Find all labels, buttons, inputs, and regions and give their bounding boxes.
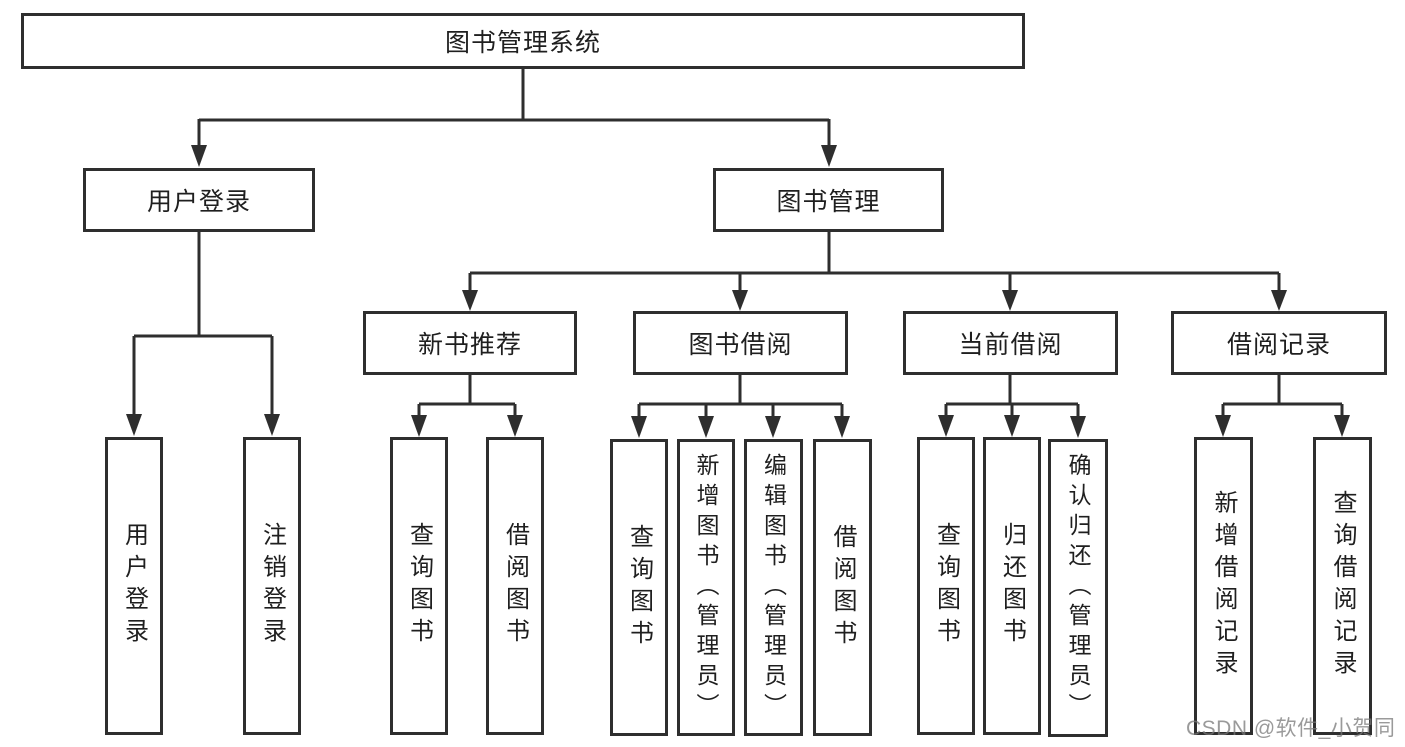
node-user-login: 用户登录: [83, 168, 315, 232]
leaf-return-book: 归还图书: [983, 437, 1041, 735]
leaf-confirm-return-admin: 确认归还（管理员）: [1048, 439, 1108, 737]
connector-book-borrow-to-children: [637, 375, 844, 418]
arrowhead: [938, 415, 954, 437]
arrowhead: [765, 416, 781, 438]
leaf-query-books-borrow: 查询图书: [610, 439, 668, 736]
connector-borrow-records-to-children: [1221, 375, 1344, 417]
arrowhead: [507, 415, 523, 437]
leaf-query-books-recommend: 查询图书: [390, 437, 448, 735]
arrowhead: [732, 290, 748, 311]
leaf-logout: 注销登录: [243, 437, 301, 735]
leaf-borrow-books-borrow: 借阅图书: [813, 439, 872, 736]
arrowhead: [821, 145, 837, 167]
arrowhead: [1334, 415, 1350, 437]
connector-book-management-to-level3: [468, 232, 1281, 292]
arrowhead: [191, 145, 207, 167]
node-current-borrow: 当前借阅: [903, 311, 1118, 375]
arrowhead: [1070, 416, 1086, 438]
node-borrow-records: 借阅记录: [1171, 311, 1387, 375]
arrowhead: [1271, 290, 1287, 311]
connector-line: [944, 375, 1080, 417]
node-book-borrow: 图书借阅: [633, 311, 848, 375]
leaf-borrow-books-recommend: 借阅图书: [486, 437, 544, 735]
connector-user-login-to-children: [132, 232, 274, 416]
arrowhead: [1004, 415, 1020, 437]
connector-line: [197, 69, 831, 147]
arrowhead: [411, 415, 427, 437]
leaf-edit-book-admin: 编辑图书（管理员）: [744, 439, 803, 736]
node-library-management-system: 图书管理系统: [21, 13, 1025, 69]
arrowhead: [126, 414, 142, 436]
leaf-user-login: 用户登录: [105, 437, 163, 735]
watermark: CSDN @软件_小贺同学: [1186, 717, 1396, 740]
connector-root-to-level2: [197, 69, 831, 147]
connector-line: [637, 375, 844, 418]
arrowhead: [264, 414, 280, 436]
leaf-add-borrow-record: 新增借阅记录: [1194, 437, 1253, 735]
leaf-query-books-current: 查询图书: [917, 437, 975, 735]
connector-new-book-recommend-to-children: [417, 375, 517, 417]
arrowhead: [1002, 290, 1018, 311]
connector-line: [417, 375, 517, 417]
connector-line: [132, 232, 274, 416]
arrowhead: [698, 416, 714, 438]
connector-line: [1221, 375, 1344, 417]
arrowhead: [1215, 415, 1231, 437]
node-new-book-recommend: 新书推荐: [363, 311, 577, 375]
arrowhead: [631, 416, 647, 438]
connector-line: [468, 232, 1281, 292]
leaf-add-book-admin: 新增图书（管理员）: [677, 439, 735, 736]
leaf-query-borrow-record: 查询借阅记录: [1313, 437, 1372, 735]
connector-current-borrow-to-children: [944, 375, 1080, 417]
arrowhead: [462, 290, 478, 311]
node-book-management: 图书管理: [713, 168, 944, 232]
arrowhead: [834, 416, 850, 438]
